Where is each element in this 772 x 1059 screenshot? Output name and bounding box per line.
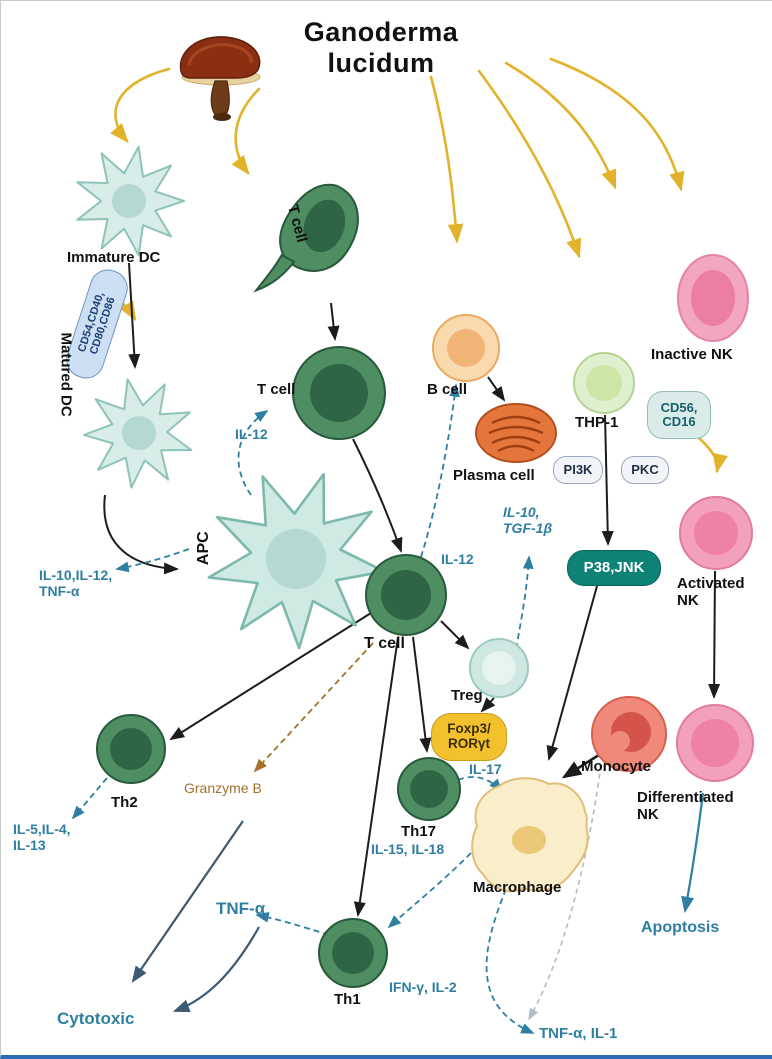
monocyte-cell [591,696,667,772]
differentiated-nk-cell [676,704,754,782]
arrow-tcell-top-to-mid [327,302,340,341]
plasma-cell-cell [475,403,557,463]
thp1-cell [573,352,635,414]
black-arrow-group [103,262,721,917]
il15-il18-label: IL-15, IL-18 [371,841,445,857]
arrow-immature-to-matured-dc [128,262,141,369]
arrow-to-immature-dc [110,67,171,143]
t-cell-mid-cell [292,346,386,440]
arrow-to-cytotoxic-2 [172,926,260,1013]
il12-apc-tcell-label: IL-12 [235,426,268,442]
arrow-treg-il10-tgf [515,555,534,650]
t-cell-mid-label: T cell [257,381,296,398]
plasma-cell-label: Plasma cell [453,467,535,484]
matured-dc-label: Matured DC [57,332,75,417]
apc-cell [199,459,398,660]
arrow-macrophage-tnfa-il1 [485,888,535,1034]
activated-nk-label: Activated NK [677,575,745,610]
ganoderma-mushroom-image [179,36,261,121]
immature-dc-cell [76,145,185,257]
treg-label: Treg [451,687,483,704]
arrow-tcell-to-th2 [169,612,372,741]
granzyme-b-label: Granzyme B [184,780,262,796]
cytotoxic-label: Cytotoxic [57,1009,135,1028]
t-cell-top-cell [253,183,359,293]
arrow-matured-dc-to-apc [103,494,179,575]
th17-cell [397,757,461,821]
inactive-nk-cell [677,254,749,342]
arrow-to-bcell [429,75,464,244]
immature-dc-label: Immature DC [67,249,161,266]
th1-cell [318,918,388,988]
th2-label: Th2 [111,794,138,811]
arrow-apc-cytokines-out [115,548,190,573]
arrow-granzyme-b [253,642,374,773]
arrow-nk-to-apoptosis [681,792,705,914]
arrow-tcell-il12-bcell [420,383,460,558]
tnfa-label: TNF-α [216,899,266,918]
arrow-tcell-to-th17 [412,636,432,753]
arrow-activated-to-differentiated-nk [708,570,721,699]
differentiated-nk-label: Differentiated NK [637,789,734,824]
arrow-to-thp1 [477,69,582,259]
arrow-p38jnk-to-macrophage [546,585,598,761]
b-cell-label: B cell [427,381,468,398]
arrow-macrophage-il15-il18 [387,852,472,929]
th17-label: Th17 [401,823,437,840]
arrow-bcell-to-plasma [487,376,506,402]
cd56-cd16-badge: CD56, CD16 [647,391,711,439]
arrow-tcell-mid-to-center [352,438,403,553]
il12-tcell-bcell-label: IL-12 [441,551,474,567]
th2-cell [96,714,166,784]
yellow-arrow-group [109,57,728,474]
monocyte-label: Monocyte [581,758,652,775]
arrow-th1-tnfa [255,912,330,936]
pkc-badge: PKC [621,456,669,484]
macrophage-label: Macrophage [473,879,562,896]
arrow-gray-path [528,764,602,1021]
arrow-tcell-to-treg [440,620,470,650]
page-title: Ganoderma lucidum [303,17,459,79]
arrow-apc-il12-tcell [237,410,269,496]
arrow-to-cytotoxic-1 [131,820,244,983]
th1-label: Th1 [334,991,361,1008]
activated-nk-cell [679,496,753,570]
apoptosis-label: Apoptosis [641,919,720,936]
apc-label: APC [194,531,212,566]
ifng-il2-label: IFN-γ, IL-2 [389,979,457,995]
foxp3-roryt-badge: Foxp3/ RORγt [431,713,507,761]
pi3k-badge: PI3K [553,456,603,484]
arrow-treg-to-foxp3 [480,697,496,713]
t-cell-center-cell [365,554,447,636]
arrow-to-nk-2 [549,57,685,192]
arrow-thp1-to-p38jnk [601,414,614,546]
arrow-to-nk-1 [504,61,617,190]
arrow-to-tcell-top [231,87,261,176]
p38-jnk-badge: P38,JNK [567,550,661,586]
arrow-th2-il5 [71,777,108,820]
tnfa-il1-label: TNF-α, IL-1 [539,1025,618,1042]
arrow-monocyte-to-macrophage [561,751,603,779]
b-cell-cell [432,314,500,382]
il17-label: IL-17 [469,761,502,777]
t-cell-center-label: T cell [364,635,405,652]
matured-dc-cell [72,364,210,503]
cytokine-arrow-group [71,383,535,1034]
il10-il12-tnfa-label: IL-10,IL-12, TNF-α [39,567,113,600]
inactive-nk-label: Inactive NK [651,346,733,363]
treg-cell [469,638,529,698]
cytotoxic-arrow-group [131,820,260,1013]
il10-tgf1b-label: IL-10, TGF-1β [503,504,553,537]
il5-il4-il13-label: IL-5,IL-4, IL-13 [13,821,71,854]
arrow-tcell-to-th1 [353,636,399,917]
macrophage-cell [471,777,589,893]
arrow-cd56-to-activated-nk [697,436,728,474]
thp1-label: THP-1 [575,414,619,431]
